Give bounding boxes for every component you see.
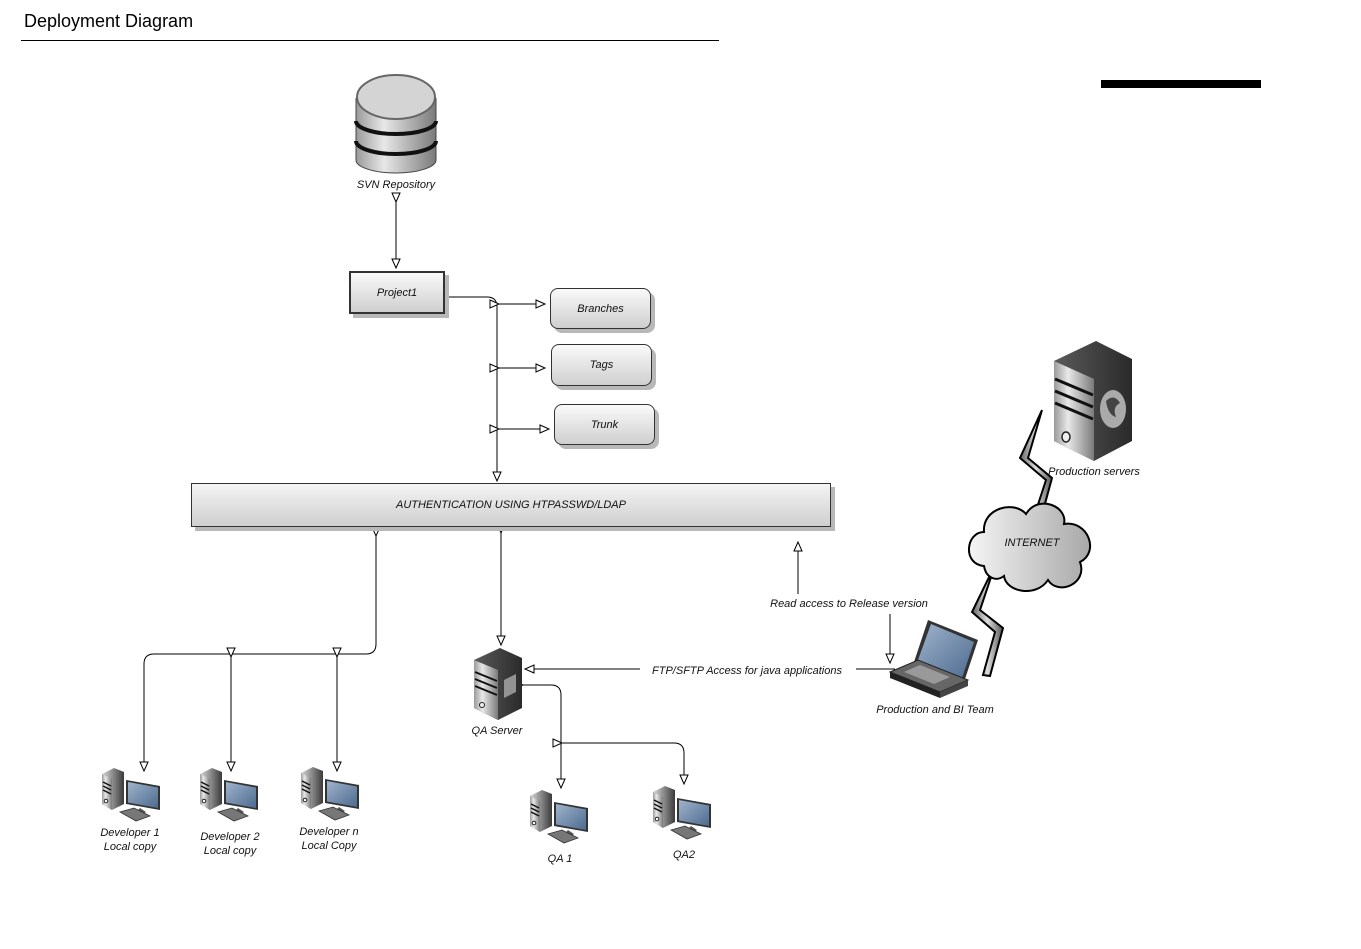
tags-label: Tags <box>589 359 614 371</box>
ftp-access-label: FTP/SFTP Access for java applications <box>652 665 842 677</box>
svn-repository-label: SVN Repository <box>356 179 436 191</box>
developers-auth-connector <box>139 526 381 773</box>
desktop-computer-icon <box>529 789 589 844</box>
database-icon <box>354 74 438 174</box>
laptop-icon <box>888 620 978 698</box>
trunk-node[interactable]: Trunk <box>554 404 655 445</box>
developer2-copy: Local copy <box>203 845 257 857</box>
title-divider <box>21 40 719 41</box>
lightning-link-icon <box>970 564 1005 678</box>
developer1-name: Developer 1 <box>100 827 160 839</box>
qa1-label: QA 1 <box>547 853 573 865</box>
web-server-icon <box>1054 341 1132 461</box>
developern-name: Developer n <box>299 826 359 838</box>
branches-node[interactable]: Branches <box>550 288 651 329</box>
tags-node[interactable]: Tags <box>551 344 652 386</box>
read-access-label: Read access to Release version <box>770 598 928 610</box>
qa2-connector <box>552 738 689 786</box>
trunk-label: Trunk <box>590 418 619 431</box>
project1-label: Project1 <box>376 286 418 299</box>
internet-label: INTERNET <box>1004 537 1060 549</box>
authentication-node[interactable]: AUTHENTICATION USING HTPASSWD/LDAP <box>191 483 831 527</box>
production-team-label: Production and BI Team <box>876 704 994 716</box>
decorative-bar <box>1101 80 1261 88</box>
authentication-label: AUTHENTICATION USING HTPASSWD/LDAP <box>395 499 626 511</box>
qa1-connector <box>513 680 566 790</box>
developern-copy: Local Copy <box>301 840 357 852</box>
desktop-computer-icon <box>199 767 259 822</box>
desktop-computer-icon <box>300 766 360 821</box>
desktop-computer-icon <box>101 767 161 822</box>
branches-label: Branches <box>577 302 624 315</box>
developer2-label: Developer 2 Local copy <box>180 830 280 858</box>
server-icon <box>474 648 522 720</box>
developer2-name: Developer 2 <box>200 831 260 843</box>
project-auth-connector <box>439 292 502 483</box>
developer1-label: Developer 1 Local copy <box>80 826 180 854</box>
developern-label: Developer n Local Copy <box>279 825 379 853</box>
project1-node[interactable]: Project1 <box>349 271 445 314</box>
production-servers-label: Production servers <box>1048 466 1140 478</box>
cloud-icon <box>968 502 1092 593</box>
page-title: Deployment Diagram <box>24 11 194 31</box>
qa-server-label: QA Server <box>471 725 523 737</box>
desktop-computer-icon <box>652 785 712 840</box>
developer1-copy: Local copy <box>103 841 157 853</box>
qa2-label: QA2 <box>672 849 695 861</box>
